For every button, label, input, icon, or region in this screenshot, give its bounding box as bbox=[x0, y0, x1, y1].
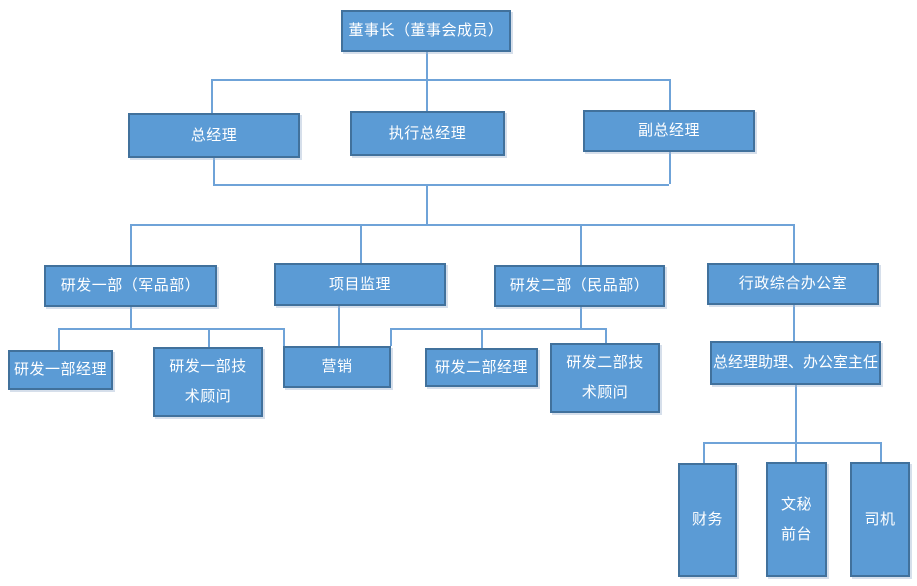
connector-line bbox=[390, 328, 392, 346]
node-label: 董事长（董事会成员） bbox=[348, 23, 504, 39]
node-project-supervision[interactable]: 项目监理 bbox=[274, 263, 446, 306]
node-label: 项目监理 bbox=[328, 276, 391, 293]
connector-line bbox=[481, 328, 483, 348]
node-rd-dept1[interactable]: 研发一部（军品部） bbox=[44, 265, 217, 307]
node-label: 副总经理 bbox=[637, 123, 700, 139]
node-label: 财务 bbox=[691, 512, 723, 528]
connector-line bbox=[426, 52, 428, 113]
connector-line bbox=[793, 305, 795, 341]
connector-line bbox=[213, 184, 669, 186]
connector-line bbox=[580, 307, 582, 328]
node-rd2-manager[interactable]: 研发二部经理 bbox=[425, 348, 538, 387]
node-label: 研发一部（军品部） bbox=[60, 278, 201, 294]
connector-line bbox=[283, 328, 285, 346]
connector-line bbox=[208, 328, 210, 347]
connector-line bbox=[703, 442, 880, 444]
node-admin-office[interactable]: 行政综合办公室 bbox=[707, 263, 879, 305]
connector-line bbox=[703, 442, 705, 463]
connector-line bbox=[211, 79, 213, 113]
connector-line bbox=[880, 442, 882, 462]
node-rd1-manager[interactable]: 研发一部经理 bbox=[8, 350, 113, 390]
connector-line bbox=[213, 158, 215, 184]
node-rd1-tech-advisor[interactable]: 研发一部技术顾问 bbox=[153, 347, 263, 417]
connector-line bbox=[130, 224, 793, 226]
node-general-manager[interactable]: 总经理 bbox=[128, 113, 300, 158]
node-label: 研发一部技术顾问 bbox=[169, 359, 247, 405]
node-marketing[interactable]: 营销 bbox=[283, 346, 391, 388]
node-deputy-gm[interactable]: 副总经理 bbox=[583, 110, 755, 152]
node-gm-assistant[interactable]: 总经理助理、办公室主任 bbox=[710, 341, 881, 385]
node-label: 营销 bbox=[321, 359, 353, 375]
connector-line bbox=[338, 305, 340, 346]
connector-line bbox=[580, 224, 582, 265]
node-executive-gm[interactable]: 执行总经理 bbox=[350, 111, 505, 156]
connector-line bbox=[426, 184, 428, 224]
connector-line bbox=[58, 328, 60, 350]
node-label: 研发二部经理 bbox=[434, 359, 528, 376]
node-label: 研发二部技术顾问 bbox=[566, 355, 644, 401]
connector-line bbox=[390, 328, 605, 330]
node-finance[interactable]: 财务 bbox=[678, 463, 737, 577]
node-chairman[interactable]: 董事长（董事会成员） bbox=[341, 10, 511, 52]
node-label: 研发二部（民品部） bbox=[509, 278, 650, 294]
node-label: 执行总经理 bbox=[388, 125, 467, 142]
connector-line bbox=[360, 224, 362, 263]
node-driver[interactable]: 司机 bbox=[850, 462, 910, 577]
connector-line bbox=[605, 328, 607, 343]
node-label: 司机 bbox=[864, 511, 896, 528]
connector-line bbox=[130, 307, 132, 328]
connector-line bbox=[58, 328, 283, 330]
node-label: 总经理助理、办公室主任 bbox=[713, 355, 879, 371]
connector-line bbox=[211, 79, 669, 81]
node-rd2-tech-advisor[interactable]: 研发二部技术顾问 bbox=[550, 343, 660, 413]
node-label: 总经理 bbox=[190, 127, 238, 144]
connector-line bbox=[795, 385, 797, 462]
node-rd-dept2[interactable]: 研发二部（民品部） bbox=[494, 265, 665, 307]
connector-line bbox=[130, 224, 132, 265]
node-label: 行政综合办公室 bbox=[738, 276, 848, 292]
node-label: 文秘前台 bbox=[780, 496, 812, 543]
connector-line bbox=[669, 79, 671, 110]
node-secretary-frontdesk[interactable]: 文秘前台 bbox=[766, 462, 827, 577]
connector-line bbox=[669, 152, 671, 184]
connector-line bbox=[793, 224, 795, 263]
node-label: 研发一部经理 bbox=[13, 362, 107, 378]
